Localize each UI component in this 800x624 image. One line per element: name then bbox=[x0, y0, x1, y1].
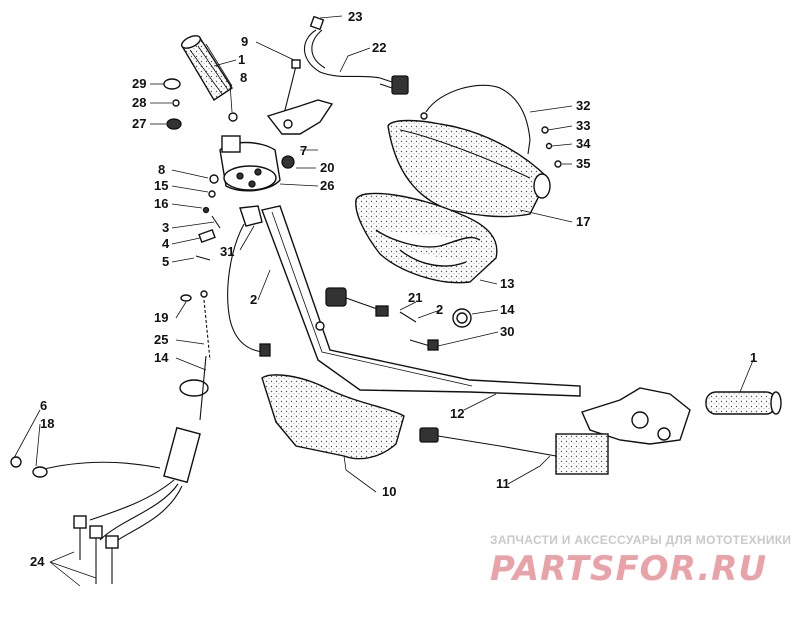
right-grip-part bbox=[581, 387, 782, 445]
wire-harness-part bbox=[303, 15, 409, 95]
small-hardware-left-lower bbox=[195, 174, 221, 261]
callout-33: 33 bbox=[576, 118, 590, 133]
throttle-cable-part bbox=[227, 205, 271, 357]
callout-18: 18 bbox=[40, 416, 54, 431]
callout-8-top: 8 bbox=[240, 70, 247, 85]
callout-7: 7 bbox=[300, 143, 307, 158]
callout-14-right: 14 bbox=[500, 302, 515, 317]
callout-22: 22 bbox=[372, 40, 386, 55]
cable-bundle-part bbox=[10, 426, 201, 584]
bolt-part-9 bbox=[283, 59, 301, 115]
watermark-brand: PARTSFOR.RU bbox=[490, 549, 767, 589]
switch-parts bbox=[375, 305, 472, 351]
small-hardware-left bbox=[163, 78, 182, 130]
handlebar-cover-part-10 bbox=[261, 374, 405, 460]
callout-19: 19 bbox=[154, 310, 168, 325]
callout-5: 5 bbox=[162, 254, 169, 269]
callout-8-left: 8 bbox=[158, 162, 165, 177]
callout-2-left: 2 bbox=[250, 292, 257, 307]
callout-25: 25 bbox=[154, 332, 168, 347]
callout-10: 10 bbox=[382, 484, 396, 499]
callout-31: 31 bbox=[220, 244, 234, 259]
washers bbox=[228, 112, 295, 169]
callout-9: 9 bbox=[241, 34, 248, 49]
callout-28: 28 bbox=[132, 95, 146, 110]
small-hardware-right bbox=[541, 126, 562, 168]
leader-lines bbox=[13, 15, 755, 587]
callout-27: 27 bbox=[132, 116, 146, 131]
callout-4: 4 bbox=[162, 236, 170, 251]
callout-3: 3 bbox=[162, 220, 169, 235]
callout-12: 12 bbox=[450, 406, 464, 421]
callout-13: 13 bbox=[500, 276, 514, 291]
callout-32: 32 bbox=[576, 98, 590, 113]
cable-32 bbox=[420, 84, 531, 155]
callout-15: 15 bbox=[154, 178, 168, 193]
callout-2-right: 2 bbox=[436, 302, 443, 317]
handlebar-part bbox=[261, 205, 581, 397]
callout-21: 21 bbox=[408, 290, 422, 305]
callout-1-top: 1 bbox=[238, 52, 245, 67]
callout-30: 30 bbox=[500, 324, 514, 339]
callout-20: 20 bbox=[320, 160, 334, 175]
callout-35: 35 bbox=[576, 156, 590, 171]
cover-part-13 bbox=[355, 192, 498, 284]
mirror-bracket-part bbox=[266, 99, 334, 135]
watermark: ЗАПЧАСТИ И АКСЕССУАРЫ ДЛЯ МОТОТЕХНИКИ PA… bbox=[490, 533, 791, 589]
callout-11: 11 bbox=[496, 476, 510, 491]
callout-34: 34 bbox=[576, 136, 591, 151]
callout-labels: 23 22 9 1 8 29 28 27 7 20 26 8 15 16 3 4… bbox=[30, 9, 757, 569]
callout-6: 6 bbox=[40, 398, 47, 413]
callout-1-right: 1 bbox=[750, 350, 757, 365]
choke-cable-part bbox=[179, 290, 211, 421]
callout-23: 23 bbox=[348, 9, 362, 24]
heater-harness-part bbox=[419, 427, 609, 475]
callout-26: 26 bbox=[320, 178, 334, 193]
callout-16: 16 bbox=[154, 196, 168, 211]
handlebar-housing-part bbox=[219, 135, 281, 192]
callout-24: 24 bbox=[30, 554, 45, 569]
callout-29: 29 bbox=[132, 76, 146, 91]
callout-17: 17 bbox=[576, 214, 590, 229]
watermark-tagline: ЗАПЧАСТИ И АКСЕССУАРЫ ДЛЯ МОТОТЕХНИКИ bbox=[490, 533, 791, 547]
callout-14-left: 14 bbox=[154, 350, 169, 365]
handlebar-pad-part bbox=[387, 119, 551, 218]
left-grip-part bbox=[180, 35, 233, 101]
